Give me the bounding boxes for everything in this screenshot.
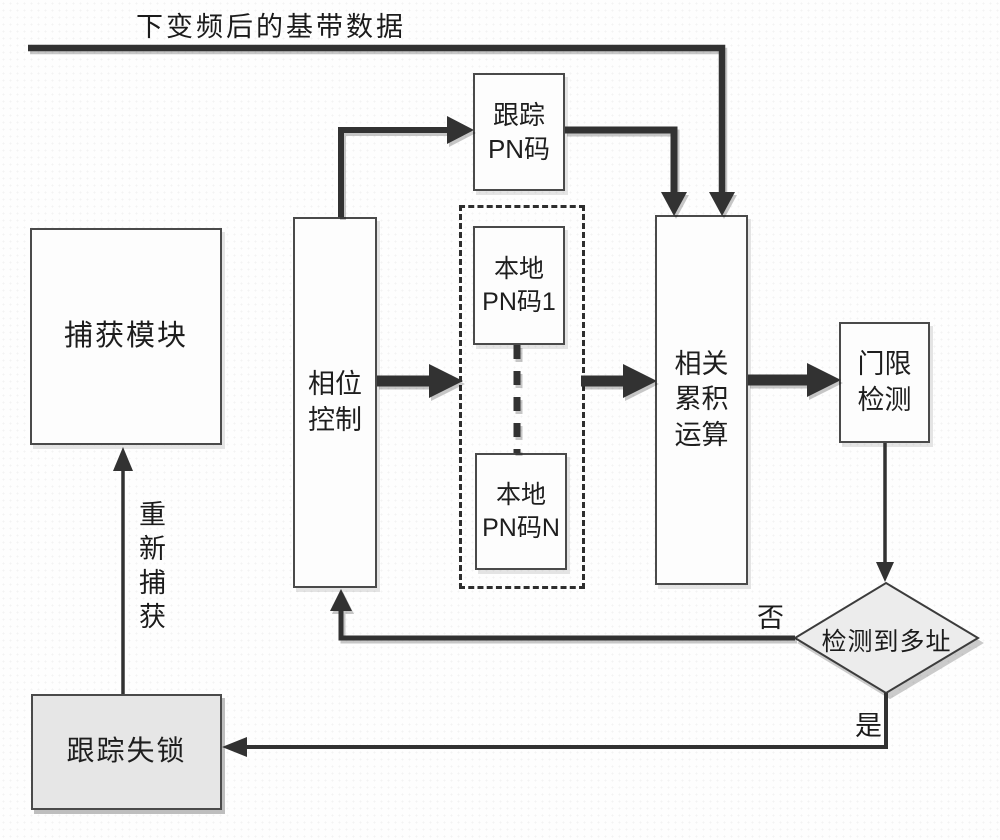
edge-correlation-to-threshold <box>748 363 841 397</box>
tracking-loss-of-lock-box: 跟踪失锁 <box>31 694 222 810</box>
baseband-data-title: 下变频后的基带数据 <box>136 12 406 42</box>
decision-no-label: 否 <box>757 603 784 633</box>
local-pn-code-n-box: 本地 PN码N <box>475 453 567 570</box>
edge-decision-yes-to-loss-of-lock <box>222 693 888 757</box>
edge-tracking-pn-to-correlation <box>565 126 687 216</box>
reacquire-edge-label: 重新捕获 <box>135 500 165 636</box>
decision-diamond-label: 检测到多址 <box>821 629 952 656</box>
tracking-pn-code-box: 跟踪 PN码 <box>473 73 565 191</box>
edge-threshold-to-decision <box>876 443 894 582</box>
edge-baseband-to-correlation <box>28 44 735 216</box>
local-pn-code-1-box: 本地 PN码1 <box>473 226 565 345</box>
acquisition-module-box: 捕获模块 <box>30 228 222 445</box>
edge-decision-no-to-phase-control <box>330 589 795 641</box>
edge-loss-of-lock-to-acquisition <box>113 447 133 694</box>
edge-phase-control-to-tracking-pn <box>338 116 474 217</box>
decision-yes-label: 是 <box>855 711 882 741</box>
edge-phase-control-to-local-pn <box>377 364 463 398</box>
threshold-detection-box: 门限 检测 <box>839 322 930 443</box>
phase-control-box: 相位 控制 <box>293 217 377 588</box>
correlation-accumulation-box: 相关 累积 运算 <box>655 215 748 585</box>
edge-local-pn-to-correlation <box>581 364 657 398</box>
